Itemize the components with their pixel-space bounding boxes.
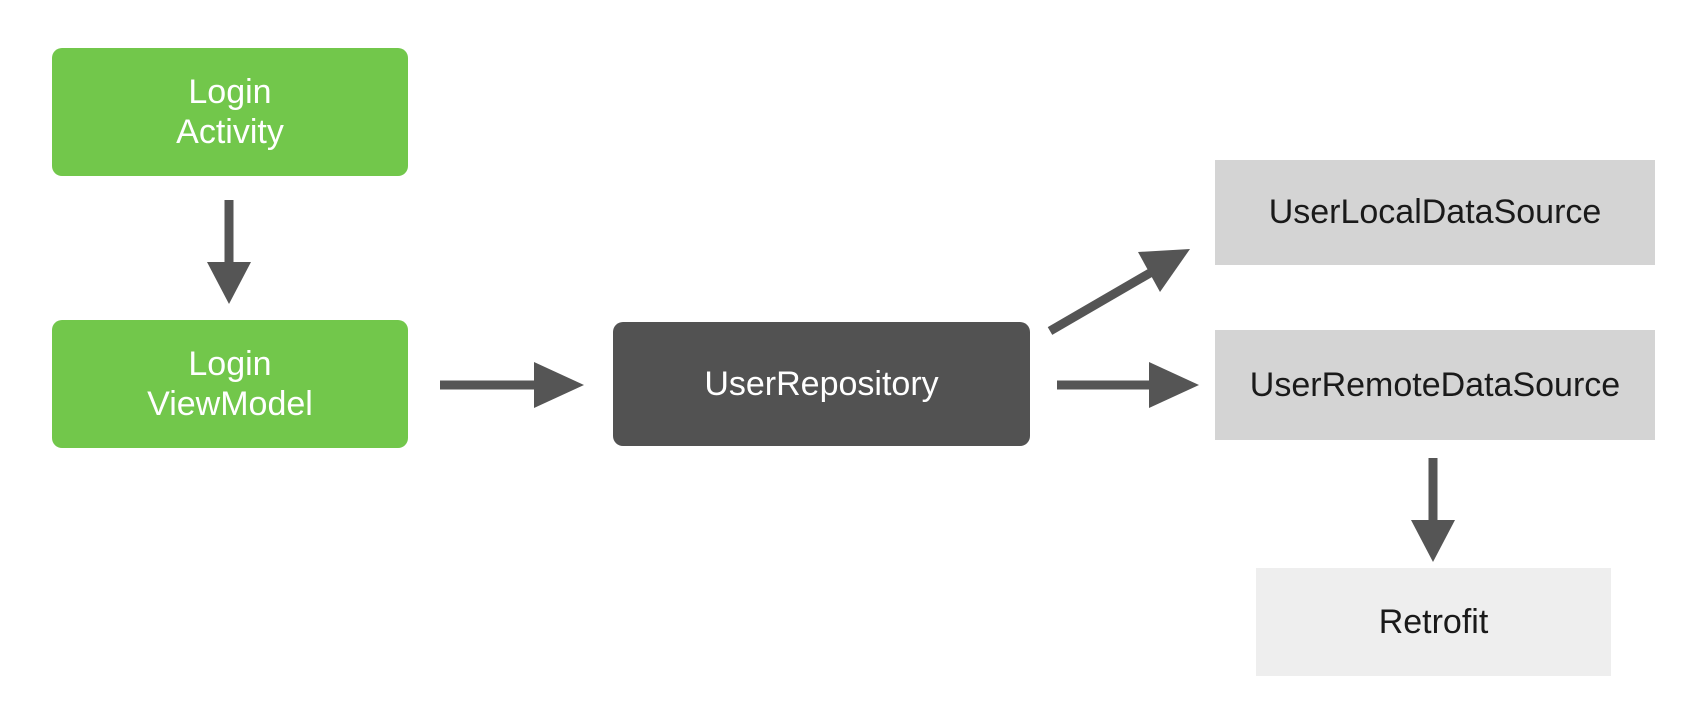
node-user-repository[interactable]: UserRepository <box>613 322 1030 446</box>
node-user-remote-data-source[interactable]: UserRemoteDataSource <box>1215 330 1655 440</box>
arrow-repository-to-remote-data-source <box>1057 362 1199 408</box>
node-user-local-data-source-label: UserLocalDataSource <box>1268 193 1602 232</box>
arrow-remote-data-source-to-retrofit <box>1411 458 1455 562</box>
node-login-viewmodel-label: Login ViewModel <box>147 344 313 423</box>
node-user-repository-label: UserRepository <box>704 364 939 403</box>
node-login-activity-label: Login Activity <box>176 72 284 151</box>
node-user-local-data-source[interactable]: UserLocalDataSource <box>1215 160 1655 265</box>
node-user-remote-data-source-label: UserRemoteDataSource <box>1249 365 1621 404</box>
node-login-activity[interactable]: Login Activity <box>52 48 408 176</box>
node-retrofit[interactable]: Retrofit <box>1256 568 1611 676</box>
arrow-activity-to-viewmodel <box>207 200 251 304</box>
node-retrofit-label: Retrofit <box>1378 602 1489 641</box>
node-login-viewmodel[interactable]: Login ViewModel <box>52 320 408 448</box>
arrow-repository-to-local-data-source <box>1047 249 1190 335</box>
arrow-viewmodel-to-repository <box>440 362 584 408</box>
